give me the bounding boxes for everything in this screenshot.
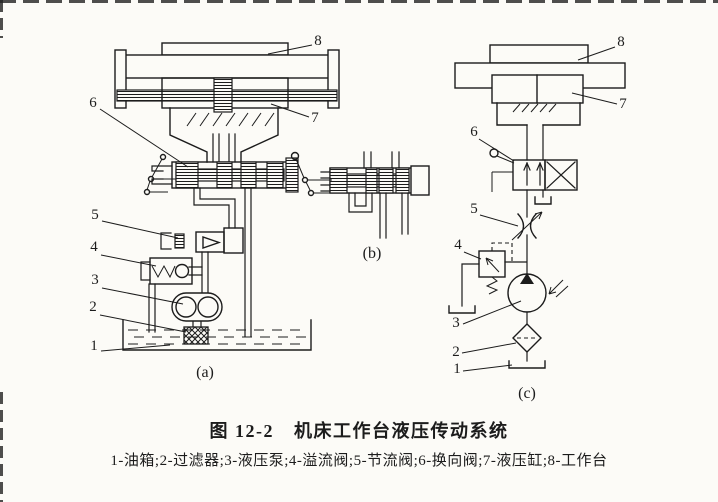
- subfigure-a: 8 7 6 5 4 3 2 1 (a): [89, 33, 340, 381]
- hydraulic-diagram-canvas: 8 7 6 5 4 3 2 1 (a): [89, 33, 627, 402]
- valve-body-b: [329, 165, 430, 196]
- subfigure-a-tag: (a): [196, 364, 214, 381]
- valve-lever-c: [489, 148, 515, 192]
- scan-artifact-left-edge-top: [0, 0, 3, 38]
- figure-title: 机床工作台液压传动系统: [294, 421, 509, 441]
- directional-valve-a: [151, 157, 299, 193]
- callout-5c: 5: [470, 201, 478, 217]
- callout-2a: 2: [89, 299, 97, 315]
- subfigure-b: (b): [290, 151, 430, 262]
- figure-caption: 图 12-2 机床工作台液压传动系统: [0, 417, 718, 443]
- callout-4c: 4: [454, 237, 462, 253]
- callout-8c: 8: [617, 34, 625, 50]
- callout-5a: 5: [91, 207, 99, 223]
- callout-2c: 2: [452, 344, 460, 360]
- figure-legend: 1-油箱;2-过滤器;3-液压泵;4-溢流阀;5-节流阀;6-换向阀;7-液压缸…: [110, 453, 608, 469]
- subfigure-b-tag: (b): [363, 245, 382, 262]
- relief-valve-c: [448, 242, 513, 314]
- callout-4a: 4: [90, 239, 98, 255]
- scan-artifact-left-edge-bottom: [0, 392, 3, 502]
- cylinder-a: [161, 77, 289, 113]
- cylinder-c: [491, 74, 584, 161]
- callout-6c: 6: [470, 124, 478, 140]
- callout-3a: 3: [91, 272, 99, 288]
- valve-drain-tank-c: [534, 189, 552, 205]
- callout-leaders-a: [99, 44, 313, 352]
- pipes-a: [148, 187, 252, 337]
- callout-6a: 6: [89, 95, 97, 111]
- pump-c: [507, 273, 569, 325]
- throttle-valve-a: [160, 227, 244, 254]
- callout-1c: 1: [453, 361, 461, 377]
- valve-lever-a: [143, 153, 176, 196]
- oil-tank-c: [508, 360, 546, 369]
- callout-7a: 7: [311, 110, 319, 126]
- filter-a: [183, 326, 209, 345]
- callout-8a: 8: [314, 33, 322, 49]
- main-line-c: [504, 189, 528, 275]
- filter-c: [512, 323, 542, 362]
- pump-a: [171, 292, 223, 322]
- subfigure-c-tag: (c): [518, 385, 536, 402]
- worktable-a: [114, 42, 340, 109]
- callout-numbers-a: 8 7 6 5 4 3 2 1: [89, 33, 322, 354]
- callout-3c: 3: [452, 315, 460, 331]
- valve-lever-b: [290, 151, 332, 197]
- scan-artifact-top-edge: [0, 0, 718, 3]
- callout-numbers-c: 8 7 6 5 4 3 2 1: [452, 34, 627, 377]
- directional-valve-c: [512, 159, 578, 191]
- callout-7c: 7: [619, 96, 627, 112]
- throttle-valve-c: [511, 211, 543, 241]
- cylinder-support-a: [169, 107, 279, 163]
- callout-leaders-c: [461, 46, 618, 372]
- valve-ports-b: [320, 151, 409, 239]
- ground-hatch-a: [186, 112, 275, 127]
- oil-tank-a: [122, 319, 312, 351]
- figure-number: 图 12-2: [209, 421, 274, 441]
- callout-1a: 1: [90, 338, 98, 354]
- subfigure-c: 8 7 6 5 4 3 2 1 (c): [448, 34, 627, 402]
- relief-valve-a: [140, 257, 193, 285]
